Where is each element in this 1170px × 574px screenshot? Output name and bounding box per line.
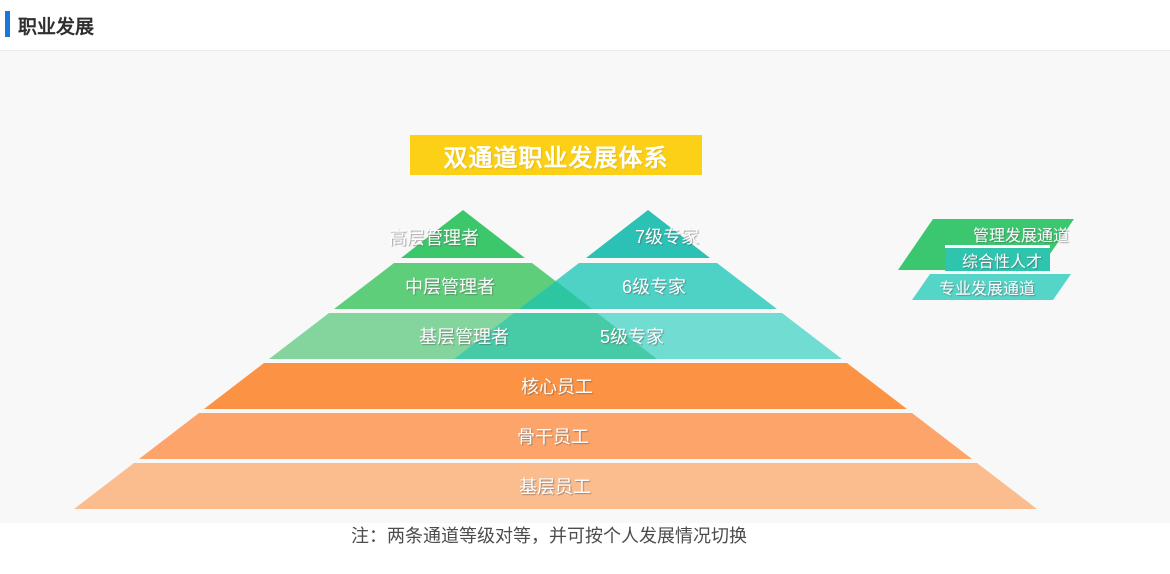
page-header: 职业发展	[0, 0, 1170, 51]
legend-label-versatile-talent: 综合性人才	[961, 254, 1043, 271]
tier-label-senior-managers: 高层管理者	[389, 228, 479, 248]
diagram-title-banner: 双通道职业发展体系	[410, 135, 702, 175]
footnote: 注：两条通道等级对等，并可按个人发展情况切换	[351, 526, 747, 546]
professional-tier-top-shape	[586, 210, 710, 258]
legend-label-professional-channel: 专业发展通道	[938, 281, 1036, 298]
tier-label-backbone-staff: 骨干员工	[517, 427, 589, 447]
dual-channel-pyramid	[74, 210, 1074, 509]
legend-overlap-shape	[945, 248, 1050, 271]
page-title: 职业发展	[18, 17, 95, 38]
tier-label-level7-expert: 7级专家	[634, 227, 700, 247]
professional-tier-middle-shape	[519, 263, 777, 309]
management-tier-middle-shape	[334, 263, 592, 309]
shared-tier-base-shape	[74, 463, 1037, 509]
tier-label-middle-managers: 中层管理者	[405, 277, 495, 297]
tier-label-junior-managers: 基层管理者	[419, 327, 509, 347]
channels-overlap-tier2-shape	[519, 281, 592, 309]
tier-label-base-staff: 基层员工	[519, 477, 591, 497]
page: 职业发展 双通道职业发展体系	[0, 0, 1170, 546]
legend-professional-shape	[912, 274, 1071, 300]
shared-tier-backbone-shape	[139, 413, 972, 459]
tier-label-core-staff: 核心员工	[521, 377, 593, 397]
legend-divider	[945, 245, 1050, 248]
channels-overlap-tier3-shape	[454, 313, 657, 359]
tier-label-level5-expert: 5级专家	[599, 327, 665, 347]
diagram-title: 双通道职业发展体系	[443, 144, 669, 172]
shared-tier-core-shape	[204, 363, 907, 409]
legend-label-management-channel: 管理发展通道	[972, 228, 1070, 245]
header-accent-bar	[5, 11, 10, 37]
content-area: 双通道职业发展体系 高层管理者 中层管理者	[0, 51, 1170, 546]
management-tier-top-shape	[401, 210, 525, 258]
tier-label-level6-expert: 6级专家	[621, 277, 687, 297]
